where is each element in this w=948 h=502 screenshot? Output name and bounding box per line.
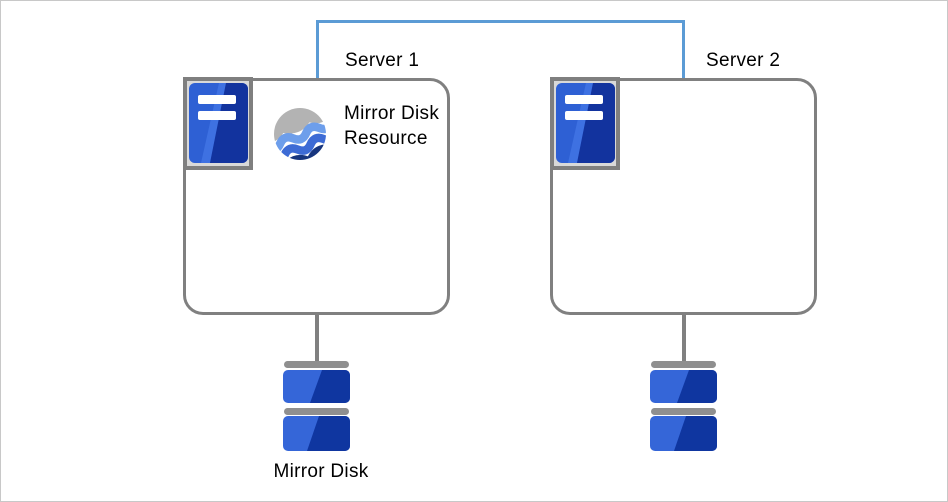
server1-label: Server 1 [345,50,420,71]
server-icon [183,77,253,170]
server2-label: Server 2 [706,50,781,71]
server-interconnect-line [316,20,685,78]
mirror-disk-label: Mirror Disk [273,461,369,482]
server2-disk-connector-line [682,313,686,362]
server-icon [550,77,620,170]
disk-stack-icon [650,361,717,451]
mirror-disk-resource-icon [274,108,326,160]
mirror-disk-resource-label: Mirror Disk Resource [344,103,440,149]
disk-stack-icon [283,361,350,451]
server1-disk-connector-line [315,313,319,362]
